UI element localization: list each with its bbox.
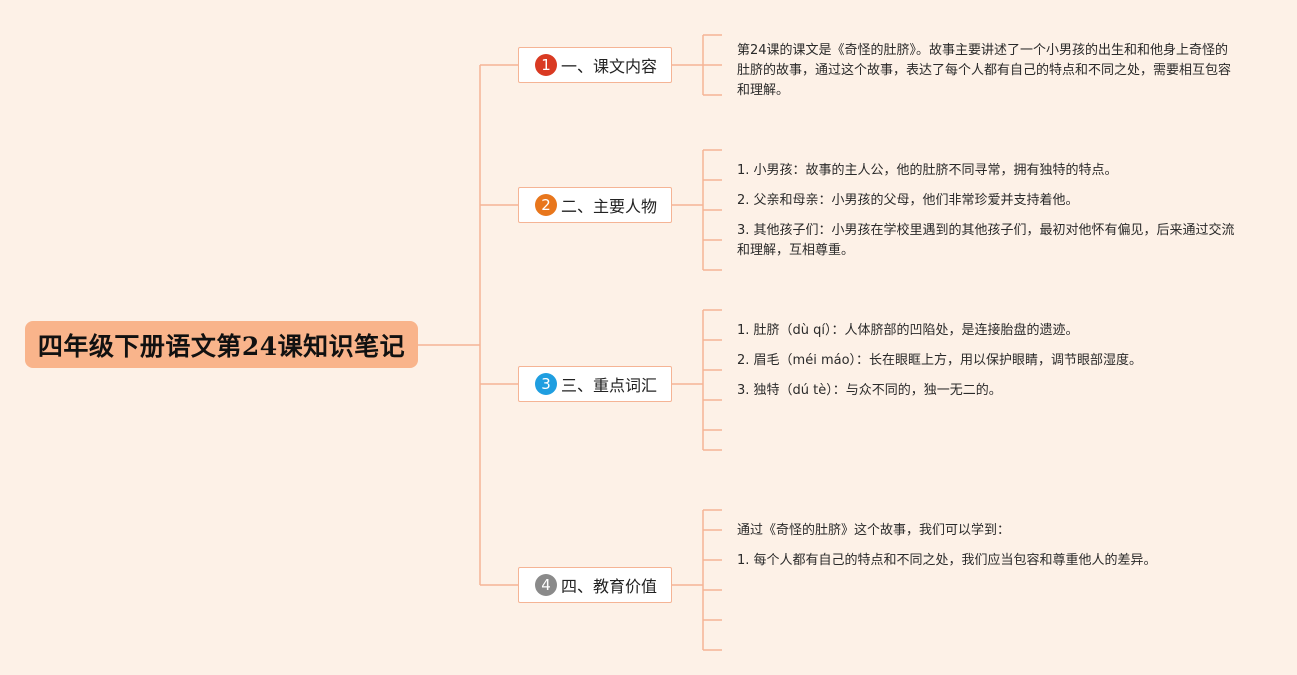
leaf-vocab-unique: 3. 独特（dú tè）：与众不同的，独一无二的。 [737,383,1002,398]
branch-educational-value[interactable]: 4 四、教育价值 [518,567,672,603]
root-topic-label: 四年级下册语文第24课知识笔记 [37,331,406,361]
leaf-value-respect: 1. 每个人都有自己的特点和不同之处，我们应当包容和尊重他人的差异。 [737,553,1157,568]
branch-label: 一、课文内容 [561,57,658,76]
leaf-character-boy: 1. 小男孩：故事的主人公，他的肚脐不同寻常，拥有独特的特点。 [737,163,1118,178]
number-badge-2: 2 [535,194,557,216]
branch-label: 四、教育价值 [561,577,658,596]
number-badge-4: 4 [535,574,557,596]
leaf-vocab-navel: 1. 肚脐（dù qí）：人体脐部的凹陷处，是连接胎盘的遗迹。 [737,323,1079,338]
leaf-lesson-summary: 第24课的课文是《奇怪的肚脐》。故事主要讲述了一个小男孩的出生和和他身上奇怪的肚… [737,43,1232,98]
number-badge-1: 1 [535,54,557,76]
branch-main-characters[interactable]: 2 二、主要人物 [518,187,672,223]
root-topic[interactable]: 四年级下册语文第24课知识笔记 [25,321,418,368]
branch-label: 二、主要人物 [561,197,658,216]
leaf-value-intro: 通过《奇怪的肚脐》这个故事，我们可以学到： [737,523,1011,538]
branch-lesson-content[interactable]: 1 一、课文内容 [518,47,672,83]
branch-label: 三、重点词汇 [561,376,658,395]
number-badge-3: 3 [535,373,557,395]
leaf-vocab-eyebrow: 2. 眉毛（méi máo）：长在眼眶上方，用以保护眼睛，调节眼部湿度。 [737,353,1143,368]
branch-key-vocabulary[interactable]: 3 三、重点词汇 [518,366,672,402]
leaf-character-parents: 2. 父亲和母亲：小男孩的父母，他们非常珍爱并支持着他。 [737,193,1079,208]
leaf-character-children: 3. 其他孩子们：小男孩在学校里遇到的其他孩子们，最初对他怀有偏见，后来通过交流… [737,223,1235,258]
